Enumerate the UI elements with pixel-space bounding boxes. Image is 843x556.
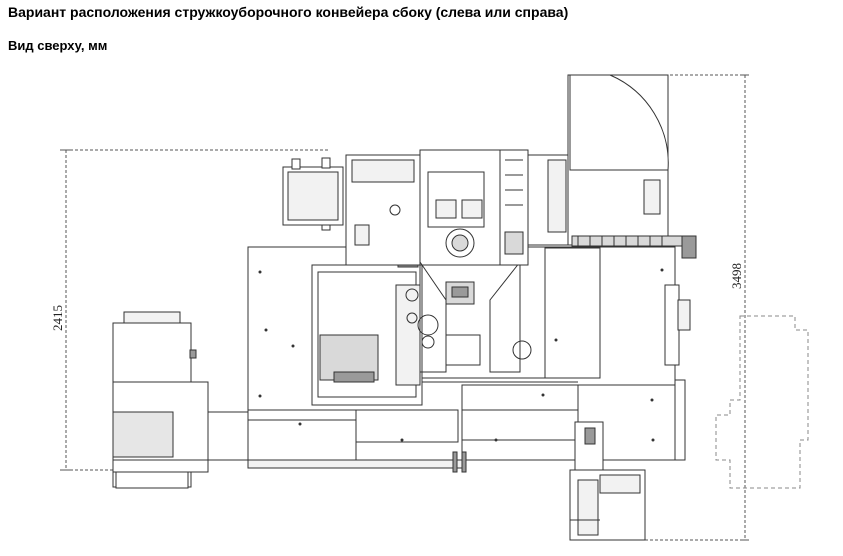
page-title: Вариант расположения стружкоуборочного к… (8, 4, 569, 20)
chip-conveyor-left (112, 311, 463, 489)
width-dimension-label: 2415 (50, 305, 65, 331)
operator-pendant (569, 379, 686, 541)
right-cabinet (527, 74, 697, 379)
fastener-dots (258, 268, 664, 442)
electrical-box (282, 157, 344, 231)
work-area-left (311, 254, 439, 406)
conveyor-outline-right (715, 315, 809, 489)
height-dimension-label: 3498 (729, 263, 744, 289)
page-subtitle: Вид сверху, мм (8, 38, 108, 53)
central-column (345, 149, 532, 373)
